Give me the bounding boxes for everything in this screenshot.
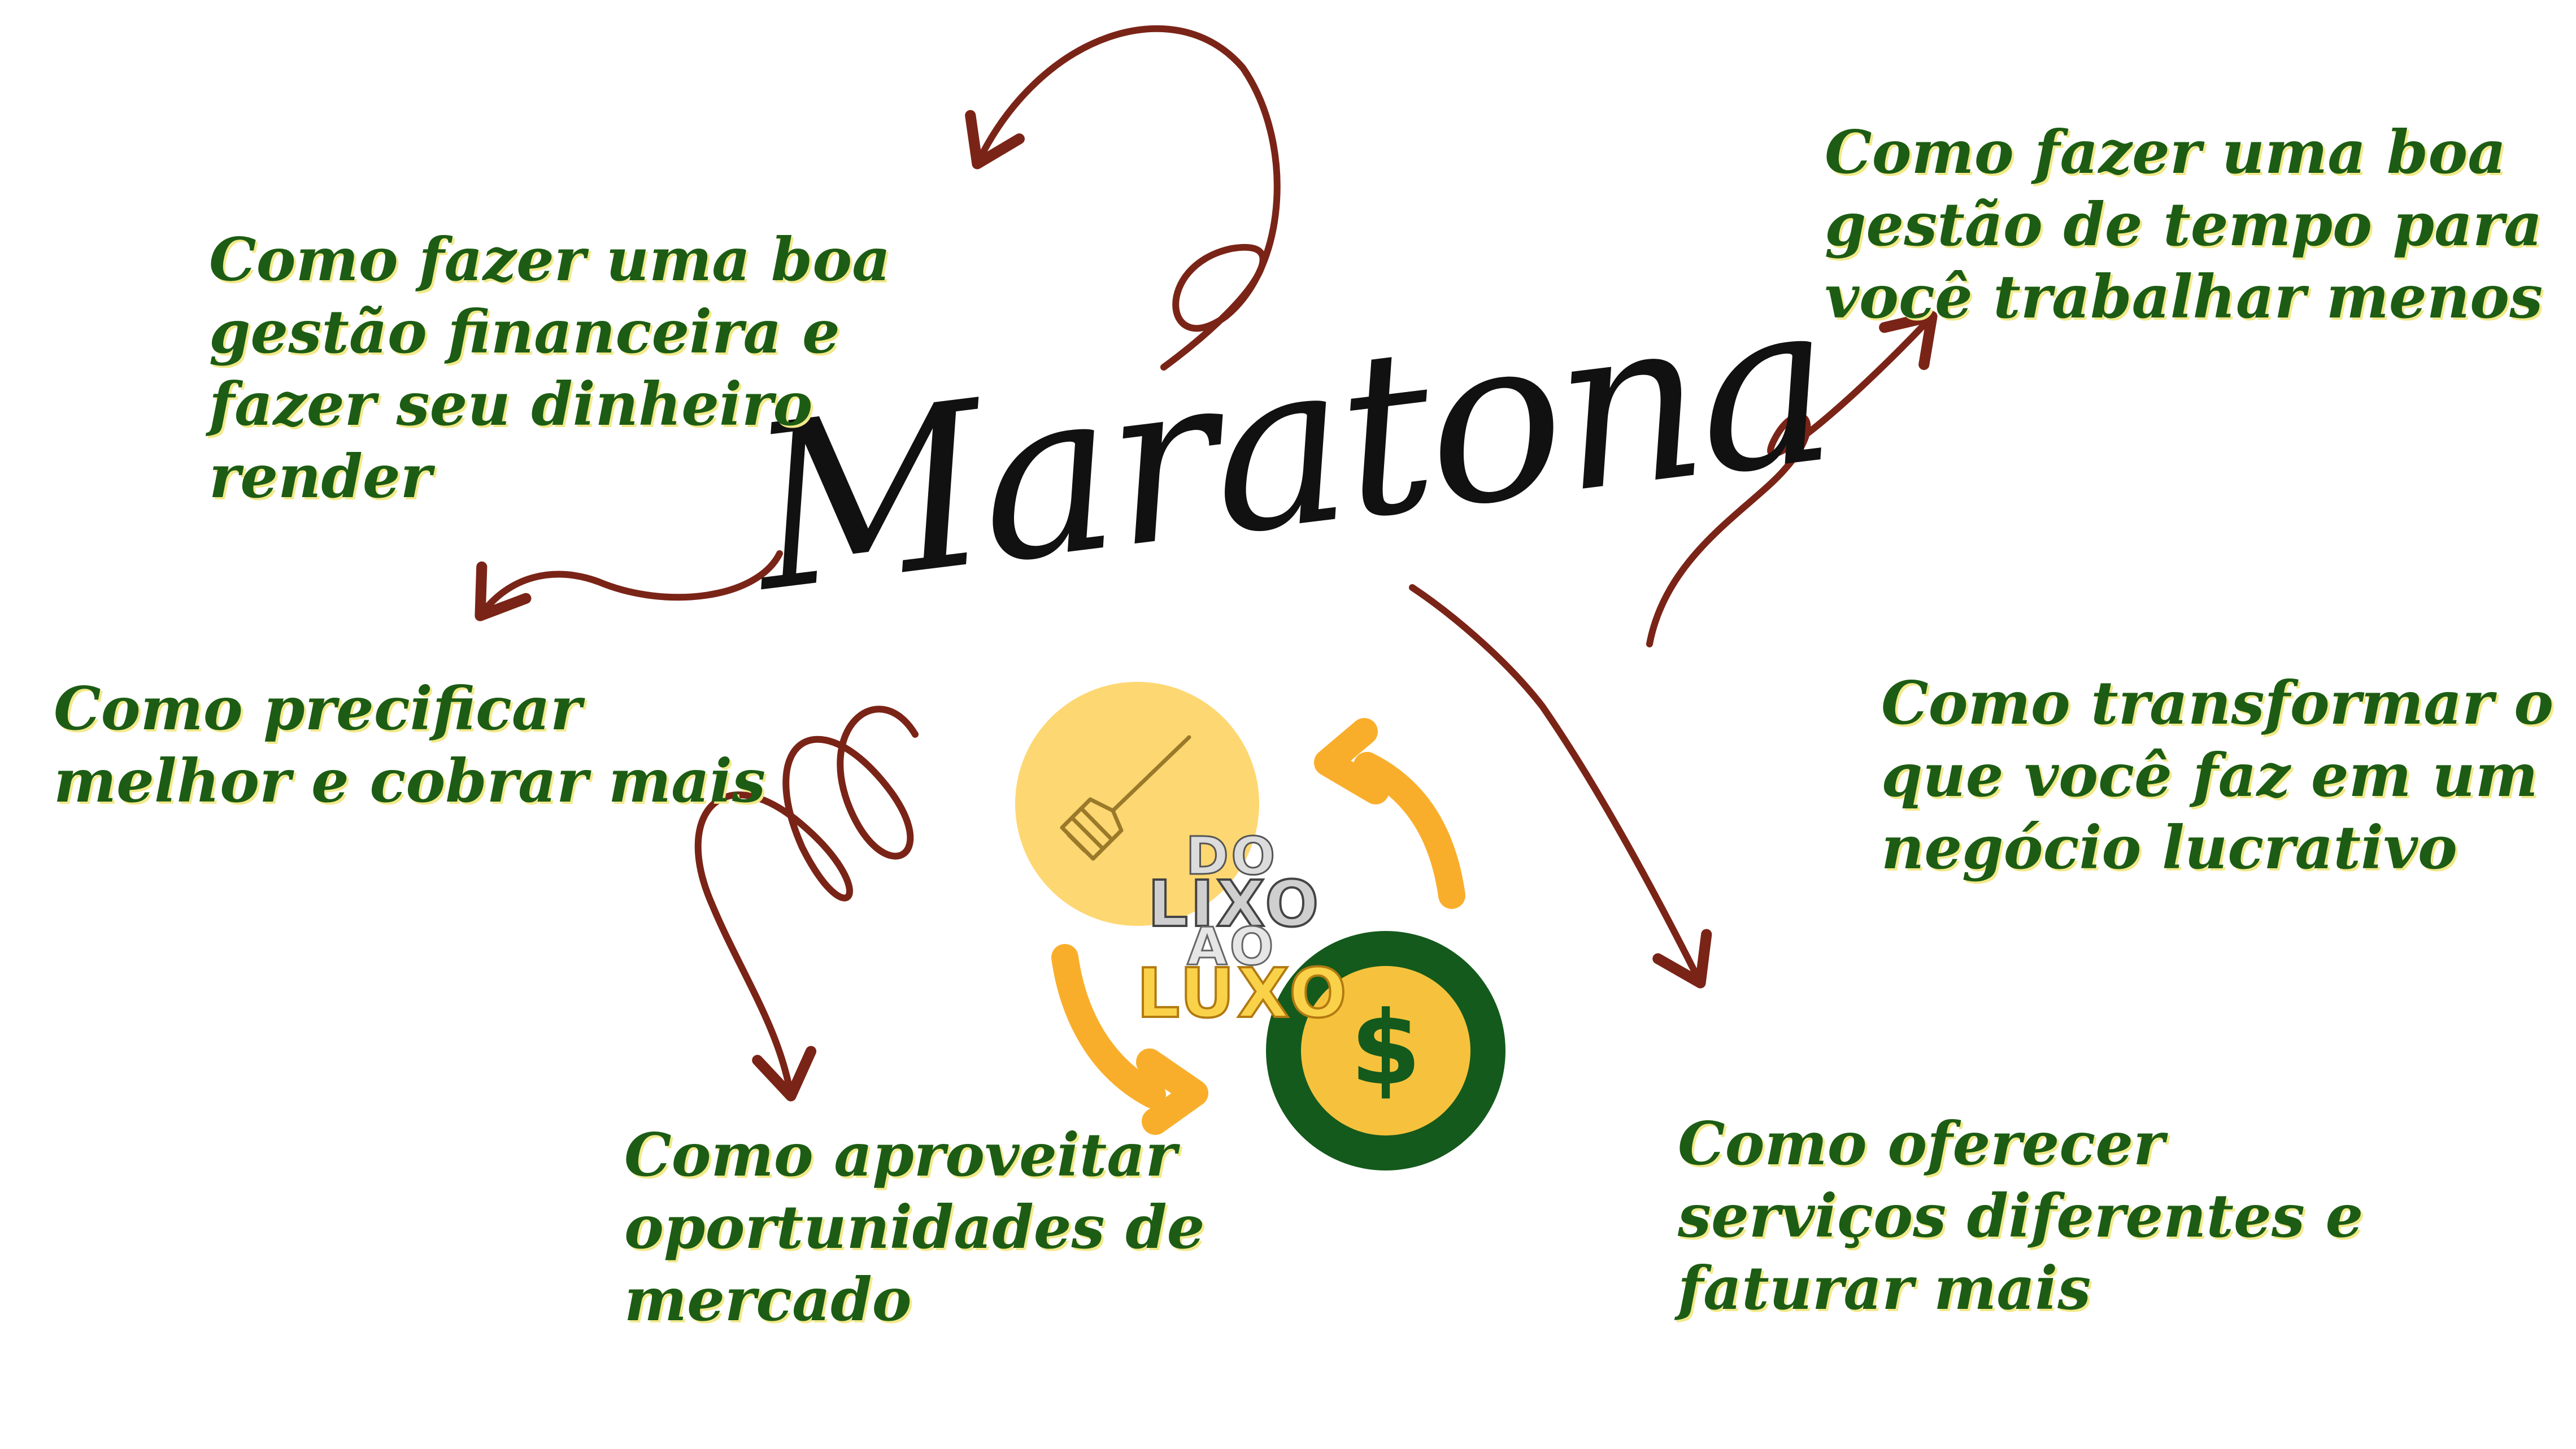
logo-graphic: $	[1015, 682, 1505, 1170]
arrow-to-servicos	[1409, 584, 1712, 989]
topic-tempo: Como fazer uma boa gestão de tempo para …	[1825, 116, 2543, 333]
topic-servicos: Como oferecer serviços diferentes e fatu…	[1678, 1107, 2363, 1324]
logo-word-lixo: LIXO	[1147, 868, 1321, 941]
topic-line: Como fazer uma boa	[1825, 117, 2507, 187]
topic-line: negócio lucrativo	[1881, 812, 2457, 882]
cycle-arrows-icon	[1051, 718, 1465, 1135]
topic-line: você trabalhar menos	[1825, 262, 2543, 332]
arrow-to-financeira	[475, 550, 783, 621]
topic-line: render	[209, 441, 432, 511]
arrow-to-tempo	[1646, 311, 1938, 647]
logo-word-luxo: LUXO	[1135, 955, 1349, 1033]
topic-line: que você faz em um	[1881, 740, 2538, 810]
topic-line: fazer seu dinheiro	[209, 369, 813, 439]
arrow-top-curly	[965, 25, 1281, 371]
topic-negocio: Como transformar o que você faz em um ne…	[1881, 667, 2553, 884]
logo-do-lixo-ao-luxo: $ DO LIXO AO LUXO	[1006, 678, 1514, 1186]
topic-line: oportunidades de	[624, 1192, 1205, 1262]
dollar-sign: $	[1350, 990, 1421, 1108]
topic-financeira: Como fazer uma boa gestão financeira e f…	[209, 223, 890, 512]
topic-oportunidades: Como aproveitar oportunidades de mercado	[624, 1119, 1204, 1335]
topic-line: gestão de tempo para	[1825, 189, 2543, 259]
logo-word-do: DO	[1185, 826, 1278, 886]
topic-line: melhor e cobrar mais	[54, 746, 766, 816]
broom-icon	[1060, 735, 1191, 861]
arrow-to-oportunidades	[694, 706, 919, 1102]
topic-line: Como precificar	[54, 673, 582, 743]
topic-line: faturar mais	[1678, 1253, 2091, 1323]
topic-line: Como oferecer	[1678, 1108, 2165, 1178]
logo-word-ao: AO	[1186, 916, 1276, 977]
coin-inner	[1301, 966, 1470, 1135]
topic-line: Como fazer uma boa	[209, 224, 891, 294]
topic-precificar: Como precificar melhor e cobrar mais	[54, 672, 765, 817]
yellow-circle	[1015, 682, 1259, 926]
topic-line: serviços diferentes e	[1678, 1181, 2364, 1251]
topic-line: Como transformar o	[1881, 668, 2554, 738]
topic-line: mercado	[624, 1264, 912, 1334]
topic-line: Como aproveitar	[624, 1120, 1177, 1190]
topic-line: gestão financeira e	[209, 297, 840, 367]
